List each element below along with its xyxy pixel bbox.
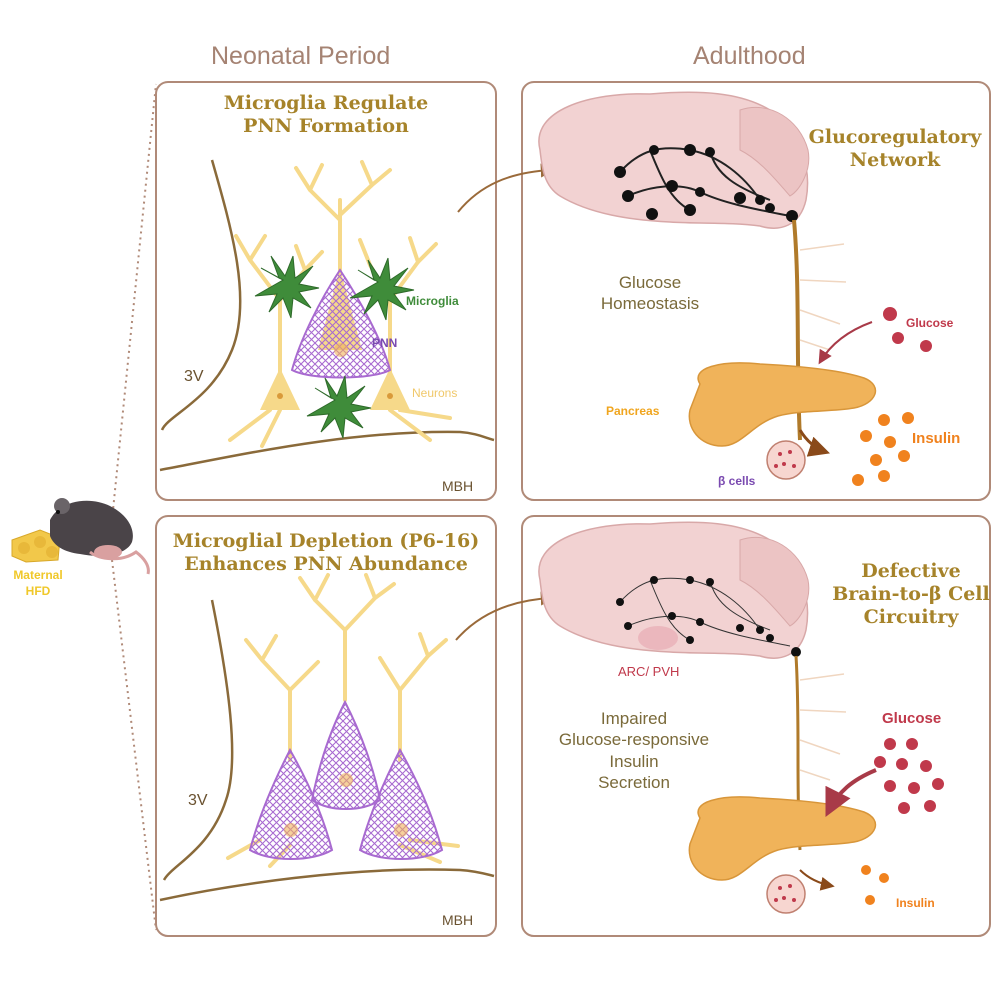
beta-cell-dots xyxy=(774,450,796,468)
beta-cell-islet-2 xyxy=(766,874,806,914)
pancreas-bottom xyxy=(688,796,877,881)
microglia-cells xyxy=(254,255,415,439)
glucose-dots-bottom xyxy=(874,738,944,814)
panel-bottom-left-title: Microglial Depletion (P6-16) Enhances PN… xyxy=(160,530,492,576)
mbh-boundary-2 xyxy=(159,868,495,902)
neuron-soma-left xyxy=(260,368,300,410)
third-ventricle-label-2: 3V xyxy=(188,792,208,809)
insulin-dots-top xyxy=(852,412,914,486)
nerve-branches xyxy=(799,243,847,351)
impaired-secretion-line3: Insulin xyxy=(609,751,659,771)
panel-bottom-left-art xyxy=(159,573,495,902)
pancreas-top xyxy=(688,362,877,447)
mouse-body xyxy=(50,500,133,556)
third-ventricle-wall xyxy=(160,159,242,431)
arc-pvh-label: ARC/ PVH xyxy=(618,664,680,679)
dotted-connector-top xyxy=(111,83,157,521)
arc-pvh-region xyxy=(638,626,678,650)
panel-bottom-left-title-line2: Enhances PNN Abundance xyxy=(184,552,468,575)
panel-top-left-title: Microglia Regulate PNN Formation xyxy=(176,92,476,138)
panel-bottom-right-title-line3: Circuitry xyxy=(863,605,959,628)
panel-top-left-title-line2: PNN Formation xyxy=(243,114,409,137)
maternal-hfd-line2: HFD xyxy=(25,583,51,598)
panel-bottom-right-title-line1: Defective xyxy=(861,560,961,582)
cerebellum-2 xyxy=(739,536,810,627)
nerve-branches-2 xyxy=(799,673,847,781)
glucose-homeostasis-line2: Homeostasis xyxy=(600,294,700,314)
third-ventricle-wall-2 xyxy=(162,599,234,881)
pnn-mesh-center xyxy=(290,268,392,379)
panel-top-right-title-line2: Network xyxy=(849,148,941,171)
impaired-secretion-line1: Impaired xyxy=(600,709,668,728)
panel-bottom-right-art xyxy=(538,521,944,914)
network-nodes-2 xyxy=(616,576,801,657)
panel-top-right-title: Glucoregulatory Network xyxy=(800,126,990,172)
pnn-mesh-top xyxy=(310,699,382,810)
column-header-adulthood: Adulthood xyxy=(693,42,806,70)
mbh-label: MBH xyxy=(442,478,474,494)
panel-top-left-title-line1: Microglia Regulate xyxy=(223,92,429,114)
glucose-label-bottom: Glucose xyxy=(882,710,942,727)
mbh-label-2: MBH xyxy=(442,912,474,928)
impaired-secretion-line2: Glucose-responsive xyxy=(558,730,710,750)
glucose-dots-top xyxy=(883,307,932,352)
insulin-label-bottom: Insulin xyxy=(896,896,935,910)
neuron-soma-right xyxy=(370,368,410,410)
maternal-hfd-label: Maternal HFD xyxy=(8,568,68,599)
pnn-mesh-left xyxy=(248,747,334,860)
pnn-mesh-right xyxy=(358,747,444,860)
insulin-dots-bottom xyxy=(861,865,889,905)
impaired-secretion-line4: Secretion xyxy=(598,772,670,792)
insulin-release-arrow xyxy=(798,429,830,457)
network-nodes xyxy=(614,144,798,222)
beta-cell-islet xyxy=(766,440,806,480)
impaired-secretion-text: Impaired Glucose-responsive Insulin Secr… xyxy=(534,708,734,793)
insulin-label-top: Insulin xyxy=(912,430,961,447)
pup xyxy=(94,545,122,559)
third-ventricle-label: 3V xyxy=(184,368,204,385)
panel-top-left-art xyxy=(159,159,495,472)
panel-top-right-title-line1: Glucoregulatory xyxy=(808,126,982,148)
microglia-label: Microglia xyxy=(406,294,459,308)
dotted-connector-bottom xyxy=(111,559,157,931)
panel-top-right-art xyxy=(538,91,932,486)
glucose-arrow-bottom xyxy=(825,768,877,818)
neurons-label: Neurons xyxy=(412,386,458,400)
mouse-illustration xyxy=(11,498,150,575)
arrow-neonatal-to-adult-bottom xyxy=(455,591,555,641)
panel-bottom-left-title-line1: Microglial Depletion (P6-16) xyxy=(172,530,480,552)
glucose-homeostasis-text: Glucose Homeostasis xyxy=(560,272,740,315)
beta-cell-dots-2 xyxy=(774,884,796,902)
glucose-label-top: Glucose xyxy=(906,316,954,330)
beta-cells-label: β cells xyxy=(718,474,756,488)
pancreas-label: Pancreas xyxy=(606,404,660,418)
column-header-neonatal: Neonatal Period xyxy=(211,42,391,70)
insulin-release-arrow-2 xyxy=(799,869,835,891)
panel-bottom-right-title: Defective Brain-to-β Cell Circuitry xyxy=(826,560,996,628)
arrow-neonatal-to-adult-top xyxy=(457,163,555,213)
mbh-boundary xyxy=(159,430,495,472)
glucose-homeostasis-line1: Glucose xyxy=(618,273,682,292)
maternal-hfd-line1: Maternal xyxy=(13,568,63,582)
glucose-arrow-top xyxy=(818,321,873,365)
panel-bottom-right-title-line2: Brain-to-β Cell xyxy=(832,582,990,605)
pnn-label: PNN xyxy=(372,336,398,350)
cerebellum xyxy=(739,106,810,197)
